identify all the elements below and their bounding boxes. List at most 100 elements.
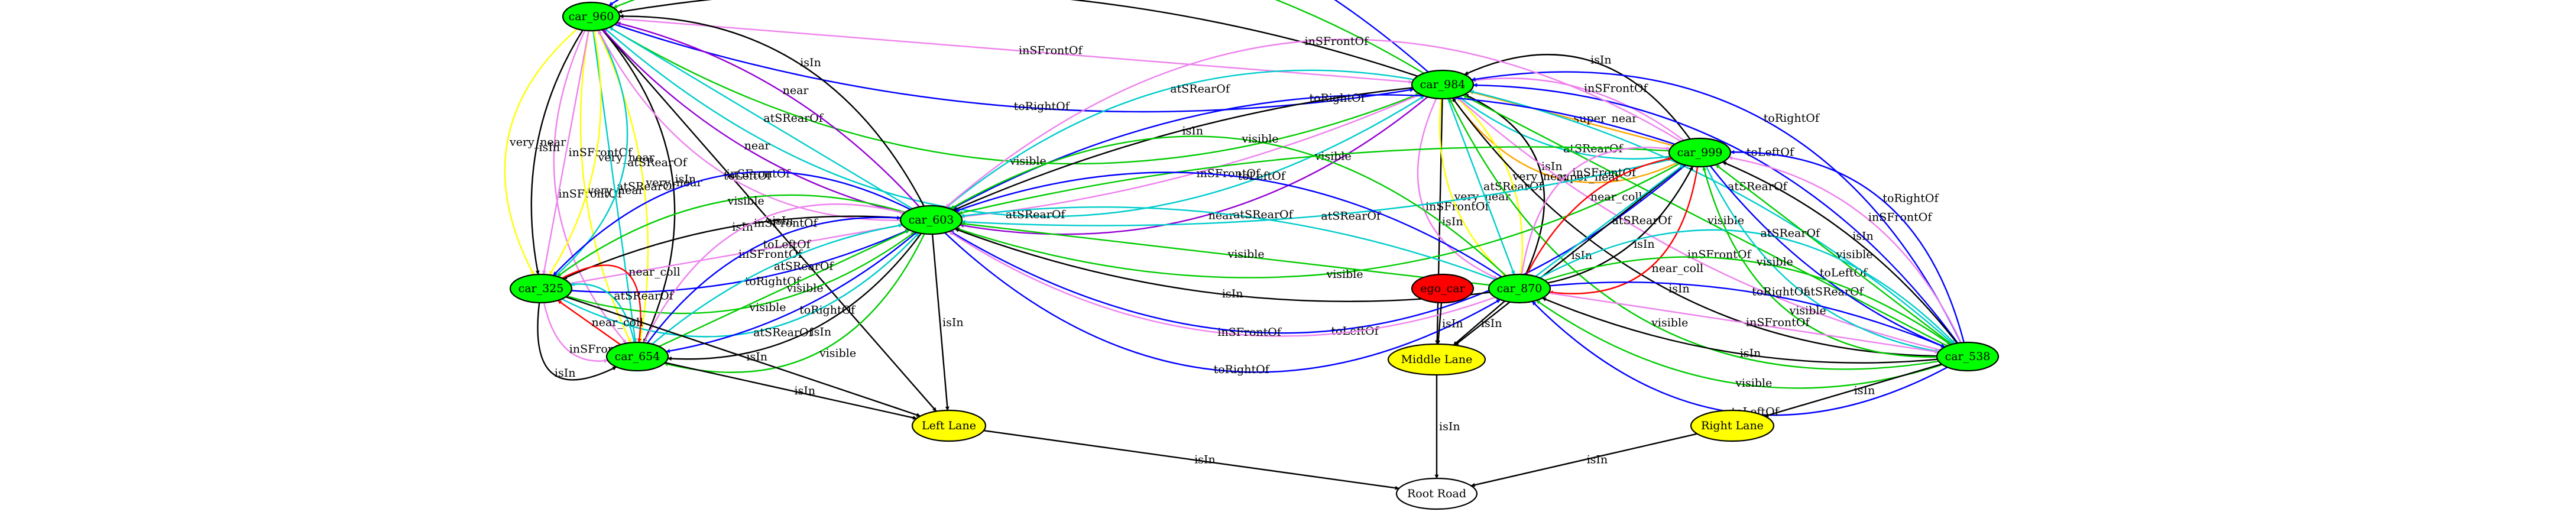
edge-car_999-car_984	[1469, 90, 1674, 147]
edge-label: toRightOf	[1310, 92, 1366, 105]
edge-label: isIn	[1182, 125, 1204, 138]
edge-label: inSFrontOf	[1584, 82, 1648, 95]
edge-label: toLeftOf	[1820, 267, 1868, 280]
edge-label: atSRearOf	[1321, 209, 1382, 222]
node-ellipse	[1395, 477, 1478, 510]
edge-label: toRightOf	[799, 303, 856, 316]
edge-label: visible	[1735, 377, 1772, 390]
edge-car_870-car_603	[950, 135, 1506, 277]
edge-car_603-car_960	[602, 29, 905, 214]
edge-label: visible	[1707, 214, 1744, 227]
node-label: car_538	[1945, 350, 1991, 363]
edge-label: super_near	[1574, 112, 1638, 125]
edge-car_999-car_538	[1709, 165, 1946, 348]
edge-label: visible	[819, 346, 856, 359]
node-ellipse	[1411, 273, 1475, 304]
edge-car_538-car_999	[1722, 161, 1958, 344]
edge-car_870-car_603	[948, 231, 1496, 337]
edge-label: visible	[1241, 132, 1278, 145]
edge-car_603-car_960	[609, 27, 913, 210]
node-label: car_325	[519, 282, 564, 295]
edge-car_870-car_999	[1521, 146, 1671, 275]
edge-car_960-car_325	[542, 30, 589, 275]
edge-label: isIn	[811, 325, 832, 338]
node-car-870: car_870	[1488, 273, 1551, 304]
edge-label: near_coll	[628, 265, 681, 278]
edge-car_999-car_538	[1705, 166, 1939, 353]
edge-label: inSFrontOf	[1425, 200, 1490, 213]
nodes-layer: car_960car_984car_999car_603car_325car_6…	[509, 1, 2000, 510]
edge-label: visible	[1227, 248, 1265, 261]
edge-label: isIn	[1852, 229, 1874, 242]
edge-car_960-car_654	[579, 30, 631, 344]
node-label: Right Lane	[1701, 419, 1764, 432]
edge-car_984-car_960	[617, 0, 1418, 77]
edge-label: atSRearOf	[1233, 208, 1294, 221]
edge-car_603-car_960	[619, 14, 925, 207]
edge-label: isIn	[675, 173, 696, 186]
edge-label: isIn	[1024, 0, 1045, 1]
node-root-road: Root Road	[1395, 477, 1478, 510]
edge-label: toRightOf	[745, 275, 802, 288]
node-ellipse	[1690, 409, 1775, 442]
edge-label: near	[783, 84, 809, 97]
node-label: car_654	[615, 350, 660, 363]
edge-label: isIn	[555, 367, 576, 380]
edge-label: atSRearOf	[774, 260, 835, 273]
edge-label: toRightOf	[1764, 112, 1820, 125]
node-ego-car: ego_car	[1411, 273, 1475, 304]
edge-car_538-car_999	[1730, 150, 1965, 343]
edge-label: inSFrontOf	[569, 146, 633, 159]
edge-car_603-car_654	[667, 232, 922, 361]
edge-car_984-car_870	[1417, 98, 1498, 280]
edge-car_984-car_603	[945, 69, 1414, 209]
edge-car_960-car_654	[601, 29, 676, 344]
edge-car_870-car_538	[1539, 229, 1956, 345]
node-label: car_960	[569, 10, 614, 23]
edge-label: near_coll	[1652, 262, 1704, 275]
edge-label: isIn	[1194, 453, 1216, 466]
edge-car_960-car_984	[609, 27, 1420, 165]
edge-car_603-left_lane	[931, 234, 950, 411]
edge-car_538-right_lane	[1764, 363, 1942, 417]
node-label: Root Road	[1407, 487, 1466, 500]
edge-label: inSFrontOf	[727, 167, 791, 180]
edge-car_999-middle_lane	[1454, 164, 1685, 346]
node-car-538: car_538	[1936, 341, 2000, 372]
edge-label: visible	[727, 195, 764, 208]
edge-car_654-car_325	[557, 300, 621, 345]
edge-label: very_near	[1512, 170, 1570, 183]
edge-car_984-car_603	[953, 87, 1413, 211]
edge-car_538-car_870	[1542, 297, 1938, 364]
edge-label: isIn	[1668, 282, 1690, 295]
edge-label: toRightOf	[1014, 100, 1071, 113]
edge-car_870-car_538	[1544, 256, 1952, 345]
node-label: car_999	[1677, 146, 1723, 159]
edge-car_603-car_325	[556, 194, 906, 277]
edge-car_538-car_984	[1469, 90, 1954, 345]
edge-car_538-car_984	[1449, 98, 1939, 370]
edge-label: visible	[1756, 255, 1793, 268]
edge-label: inSFrontOf	[1217, 326, 1282, 339]
edge-car_999-car_603	[945, 38, 1681, 208]
edges-layer: toLeftOf visible isIn inSFrontOf toRightOf vi…	[504, 0, 1965, 490]
edge-label: isIn	[1442, 318, 1463, 331]
edge-car_870-car_999	[1535, 164, 1684, 277]
node-car-999: car_999	[1668, 137, 1732, 168]
edge-car_538-car_999	[1702, 166, 1937, 358]
edge-label: isIn	[795, 384, 816, 397]
edge-car_960-car_654	[553, 30, 627, 344]
edge-label: inSFrontOf	[1746, 316, 1810, 329]
edge-label: inSFrontOf	[1197, 167, 1261, 180]
edge-car_999-car_603	[958, 146, 1670, 215]
node-label: car_870	[1497, 282, 1543, 295]
node-label: Middle Lane	[1401, 353, 1473, 366]
node-car-325: car_325	[509, 273, 573, 304]
edge-car_999-car_984	[1451, 98, 1679, 183]
node-ellipse	[562, 1, 621, 32]
edge-label: visible	[1314, 150, 1352, 163]
edge-car_984-car_870	[1447, 98, 1515, 276]
edge-car_960-car_984	[605, 28, 1425, 218]
edge-label: visible	[1326, 268, 1363, 281]
